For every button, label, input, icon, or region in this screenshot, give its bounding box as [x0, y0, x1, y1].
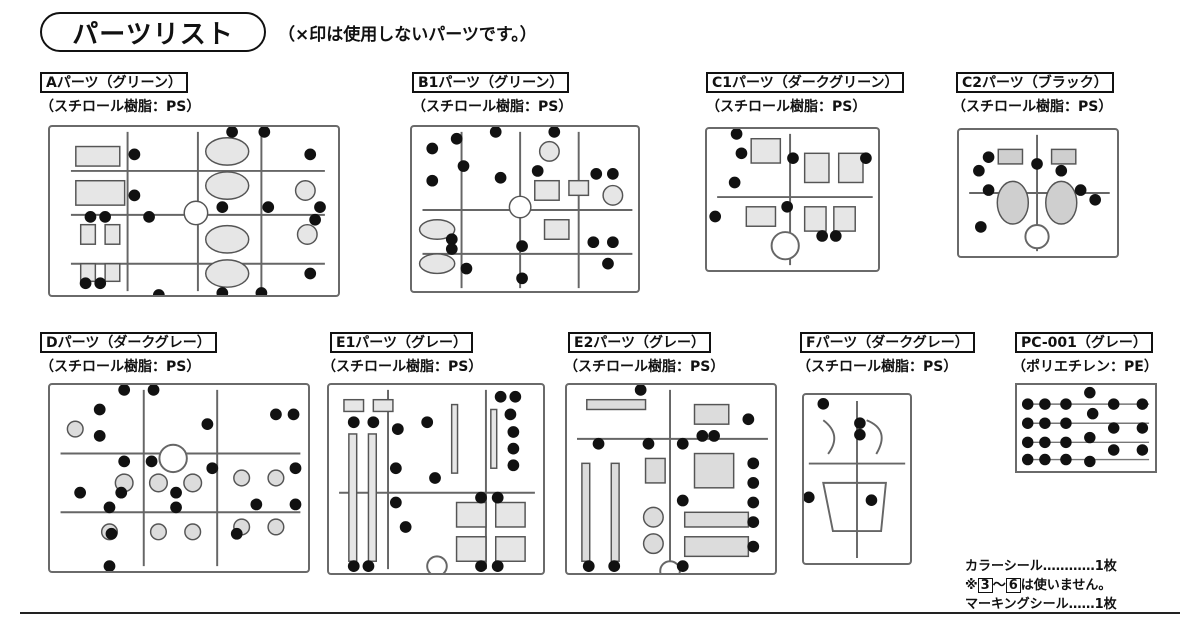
section-material-f: （スチロール樹脂：PS） [797, 359, 958, 375]
color-seal-note: カラーシール…………1枚 [965, 559, 1117, 574]
section-label-pc001: PC-001（グレー） [1015, 332, 1153, 353]
page-title: パーツリスト [40, 12, 266, 52]
section-label-e1: E1パーツ（グレー） [330, 332, 474, 353]
runner-e1-diagram [339, 389, 535, 573]
section-material-d: （スチロール樹脂：PS） [40, 359, 201, 375]
marking-seal-note: マーキングシール……1枚 [965, 597, 1117, 612]
runner-e2 [565, 383, 777, 575]
section-label-b1: B1パーツ（グリーン） [412, 72, 570, 93]
section-label-f: Fパーツ（ダークグレー） [800, 332, 975, 353]
title-note: （×印は使用しないパーツです。） [278, 25, 537, 45]
runner-c2 [957, 128, 1119, 258]
section-label-a: Aパーツ（グリーン） [40, 72, 188, 93]
runner-c1-diagram [709, 129, 873, 266]
runner-f [802, 393, 912, 565]
runner-pc001 [1015, 383, 1157, 473]
section-material-a: （スチロール樹脂：PS） [40, 99, 201, 115]
runner-b1 [410, 125, 640, 293]
runner-f-diagram [804, 398, 906, 559]
runner-c1 [705, 127, 880, 272]
section-material-e1: （スチロール樹脂：PS） [322, 359, 483, 375]
bottom-divider [20, 612, 1180, 614]
section-label-e2: E2パーツ（グレー） [568, 332, 712, 353]
section-material-e2: （スチロール樹脂：PS） [564, 359, 725, 375]
runner-pc001-diagram [1021, 386, 1150, 468]
runner-d [48, 383, 310, 573]
section-label-c1: C1パーツ（ダークグリーン） [706, 72, 905, 93]
section-material-b1: （スチロール樹脂：PS） [412, 99, 573, 115]
section-label-d: Dパーツ（ダークグレー） [40, 332, 217, 353]
section-label-c2: C2パーツ（ブラック） [956, 72, 1114, 93]
section-material-c2: （スチロール樹脂：PS） [952, 99, 1113, 115]
runner-e2-diagram [577, 385, 768, 573]
runner-c2-diagram [969, 134, 1110, 252]
section-material-pc001: （ポリエチレン：PE） [1012, 359, 1158, 375]
runner-a-diagram [70, 127, 326, 295]
runner-b1-diagram [418, 127, 633, 289]
runner-e1 [327, 383, 545, 575]
section-material-c1: （スチロール樹脂：PS） [706, 99, 867, 115]
runner-d-diagram [60, 385, 302, 571]
runner-a [48, 125, 340, 297]
